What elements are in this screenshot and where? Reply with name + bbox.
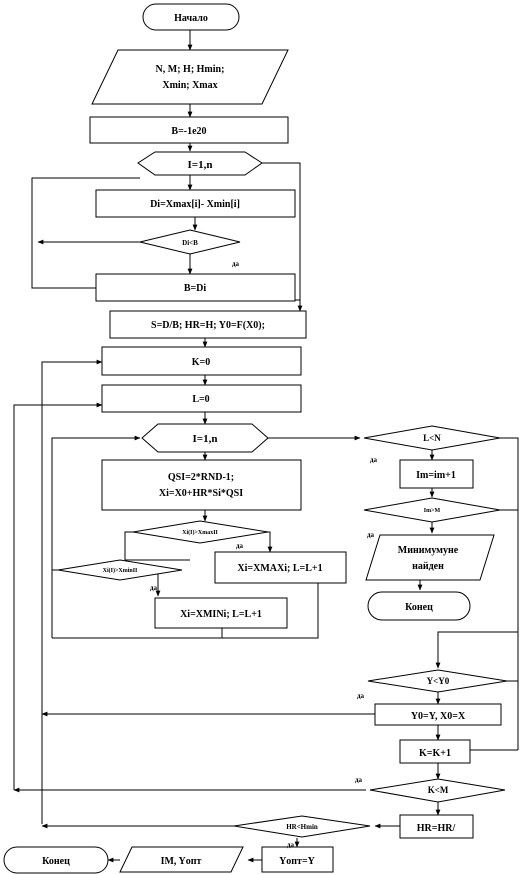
yopt-box — [261, 846, 334, 873]
loop-i-label: I=1,n — [188, 159, 213, 171]
cond-k-m-diamond — [369, 778, 506, 803]
cond-y-y0-diamond — [367, 669, 508, 693]
k-inc-box — [399, 739, 471, 764]
qsi-label-line2: Xi=X0+HR*Si*QSI — [159, 488, 243, 499]
cond-xmin-diamond — [57, 559, 183, 581]
end-left-terminal — [3, 846, 109, 874]
input-label-line1: N, M; H; Hmin; — [156, 64, 225, 75]
init-b-box — [89, 116, 289, 144]
cond-xmax-label: Xi(I)>XmaxII — [182, 529, 218, 536]
yes-label-5: да — [367, 531, 375, 539]
assign-xmin-box — [154, 597, 288, 629]
cond-l-n-diamond — [363, 425, 501, 451]
end-right-label: Конец — [405, 602, 433, 613]
yes-label-6: да — [357, 692, 365, 700]
loop-i2-label: I=1,n — [193, 433, 218, 445]
input-parallelogram — [91, 49, 289, 105]
qsi-label-line1: QSI=2*RND-1; — [168, 472, 234, 483]
output-parallelogram — [119, 846, 244, 873]
im-inc-box — [399, 459, 474, 489]
l-zero-box — [101, 384, 302, 413]
assign-b-label: B=Di — [184, 283, 207, 294]
start-terminal — [142, 3, 240, 31]
diff-box — [95, 189, 296, 218]
qsi-box — [101, 459, 302, 511]
k-zero-box — [101, 346, 302, 376]
cond-im-m-label: Im>M — [424, 508, 441, 514]
yes-label-2: да — [236, 542, 244, 550]
assign-xmax-box — [214, 551, 347, 584]
yes-label-4: да — [370, 456, 378, 464]
cond-di-b-diamond — [139, 229, 241, 255]
k-zero-label: K=0 — [192, 357, 210, 368]
assign-b-box — [95, 273, 296, 302]
assign-xmin-label: Xi=XMINi; L=L+1 — [180, 609, 262, 620]
hr-div-box — [399, 814, 474, 839]
cond-di-b-label: Di<B — [182, 239, 198, 247]
found-label-line1: Минимумуне — [398, 545, 459, 556]
init-b-label: B=-1e20 — [171, 126, 206, 137]
assign-y0-box — [374, 703, 502, 726]
end-left-label: Конец — [42, 856, 70, 867]
connectors — [13, 30, 519, 863]
start-label: Начало — [174, 13, 208, 24]
cond-k-m-label: K<M — [428, 785, 449, 795]
init-s-box — [109, 310, 307, 339]
loop-i-hexagon — [137, 151, 263, 176]
cond-im-m-diamond — [363, 497, 501, 523]
assign-y0-label: Y0=Y, X0=X — [411, 711, 466, 722]
assign-xmax-label: Xi=XMAXi; L=L+1 — [237, 563, 322, 574]
end-right-terminal — [367, 591, 471, 621]
yes-label-3: да — [150, 584, 158, 592]
im-inc-label: Im=im+1 — [416, 470, 456, 481]
found-label-line2: найден — [412, 561, 444, 572]
yopt-label: Yопт=Y — [279, 856, 316, 867]
cond-hr-hmin-diamond — [233, 815, 371, 838]
yes-label-1: да — [232, 260, 240, 268]
output-label: IM, Yопт — [161, 856, 202, 867]
cond-y-y0-label: Y<Y0 — [427, 676, 450, 686]
init-s-label: S=D/B; HR=H; Y0=F(X0); — [151, 320, 265, 331]
cond-l-n-label: L<N — [423, 433, 441, 443]
cond-xmax-diamond — [132, 520, 269, 544]
yes-label-7: да — [355, 776, 363, 784]
diff-label: Di=Xmax[i]- Xmin[i] — [150, 199, 240, 210]
cond-xmin-label: Xi(I)>XminII — [103, 567, 138, 574]
yes-label-8: да — [287, 841, 295, 849]
k-inc-label: K=K+1 — [419, 748, 451, 759]
cond-hr-hmin-label: HR<Hmin — [286, 823, 318, 831]
loop-i2-hexagon — [141, 423, 269, 453]
l-zero-label: L=0 — [192, 394, 209, 405]
hr-div-label: HR=HR/ — [417, 823, 456, 834]
found-parallelogram — [365, 534, 495, 581]
input-label-line2: Xmin; Xmax — [162, 80, 217, 91]
